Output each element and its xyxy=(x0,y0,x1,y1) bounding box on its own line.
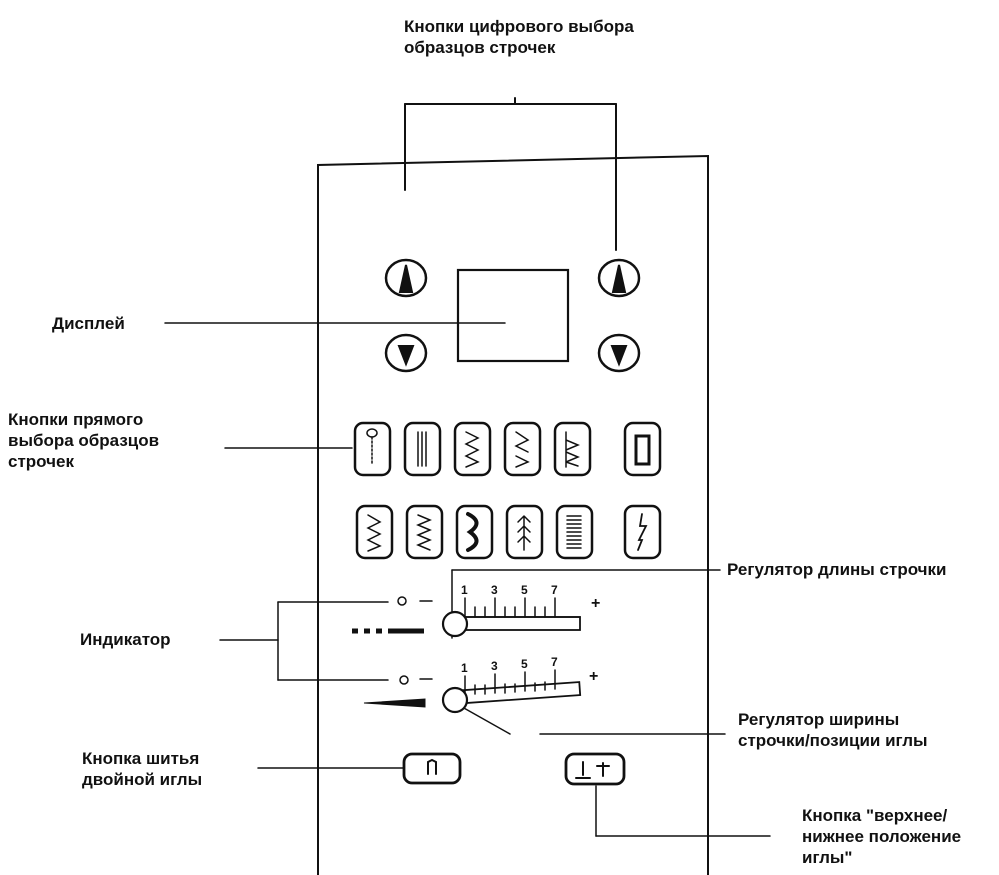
twin-needle-label-line-2: двойной иглы xyxy=(82,770,203,789)
digit-select-label: Кнопки цифрового выбора образцов строчек xyxy=(404,16,634,58)
satin-stitch-icon xyxy=(566,515,582,549)
display-screen xyxy=(456,268,570,363)
up-arrow-icon xyxy=(398,264,414,293)
triple-zigzag-stitch-icon xyxy=(514,431,530,468)
down-arrow-icon xyxy=(397,345,415,367)
scale-ticks xyxy=(464,669,556,696)
length-scale-tick-5: 5 xyxy=(521,583,528,597)
slider-indicator-light xyxy=(397,596,407,606)
scale-ticks xyxy=(464,597,556,618)
stitch-button[interactable] xyxy=(353,421,392,477)
left-down-arrow-button[interactable] xyxy=(384,333,428,373)
stitch-button[interactable] xyxy=(623,504,662,560)
twin-needle-label: Кнопка шитья двойной иглы xyxy=(82,748,202,790)
stitch-length-slider[interactable] xyxy=(352,596,581,638)
needle-updown-label-line-1: Кнопка "верхнее/ xyxy=(802,806,948,825)
panel-outline xyxy=(317,154,709,875)
width-plus-sign: + xyxy=(589,668,598,685)
length-regulator-label: Регулятор длины строчки xyxy=(727,559,947,580)
slider-track xyxy=(450,681,582,705)
needle-position-indicator-icon xyxy=(363,698,426,708)
down-arrow-icon xyxy=(610,345,628,367)
direct-select-label-line-1: Кнопки прямого xyxy=(8,410,144,429)
slider-knob[interactable] xyxy=(441,610,469,638)
slider-track xyxy=(451,616,581,631)
needle-up-down-icon xyxy=(575,761,610,779)
stitch-button[interactable] xyxy=(403,421,442,477)
zigzag-stitch-icon xyxy=(464,431,480,468)
stitch-button[interactable] xyxy=(355,504,394,560)
digit-select-label-line-1: Кнопки цифрового выбора xyxy=(404,17,634,36)
direct-select-label: Кнопки прямого выбора образцов строчек xyxy=(8,409,159,472)
indicator-bracket xyxy=(219,601,389,681)
scallop-stitch-icon xyxy=(466,512,479,552)
right-down-arrow-button[interactable] xyxy=(597,333,641,373)
width-regulator-label: Регулятор ширины строчки/позиции иглы xyxy=(738,709,928,751)
width-regulator-label-line-2: строчки/позиции иглы xyxy=(738,731,928,750)
stitch-button-row-2 xyxy=(355,504,662,560)
stitch-button[interactable] xyxy=(453,421,492,477)
width-regulator-label-line-1: Регулятор ширины xyxy=(738,710,900,729)
digit-select-label-line-2: образцов строчек xyxy=(404,38,556,57)
needle-updown-label: Кнопка "верхнее/ нижнее положение иглы" xyxy=(802,805,961,868)
stitch-button[interactable] xyxy=(505,504,544,560)
up-arrow-icon xyxy=(611,264,627,293)
blind-hem-stitch-icon xyxy=(565,431,580,468)
width-scale-tick-1: 1 xyxy=(461,661,468,675)
length-scale-tick-7: 7 xyxy=(551,583,558,597)
width-scale-tick-7: 7 xyxy=(551,655,558,669)
stitch-width-slider[interactable] xyxy=(363,669,582,714)
elastic-zigzag-stitch-icon xyxy=(416,514,432,551)
stitch-button[interactable] xyxy=(455,504,494,560)
stitch-button[interactable] xyxy=(553,421,592,477)
left-up-arrow-button[interactable] xyxy=(384,258,428,298)
length-scale-tick-3: 3 xyxy=(491,583,498,597)
length-scale-tick-1: 1 xyxy=(461,583,468,597)
slider-indicator-light xyxy=(399,675,409,685)
stitch-button[interactable] xyxy=(623,421,662,477)
needle-updown-label-line-2: нижнее положение xyxy=(802,827,962,846)
twin-needle-label-line-1: Кнопка шитья xyxy=(82,749,200,768)
needle-updown-label-line-3: иглы" xyxy=(802,848,853,867)
bartack-stitch-icon xyxy=(634,434,651,466)
twin-needle-button[interactable] xyxy=(402,752,462,785)
multi-zigzag-stitch-icon xyxy=(366,514,382,552)
length-regulator-label-text: Регулятор длины строчки xyxy=(727,560,947,579)
buttonhole-stitch-icon xyxy=(366,428,378,466)
display-label: Дисплей xyxy=(52,313,125,334)
indicator-label: Индикатор xyxy=(80,629,171,650)
digit-select-bracket xyxy=(404,97,617,251)
width-scale-tick-5: 5 xyxy=(521,657,528,671)
twin-needle-icon xyxy=(427,758,437,775)
lightning-stitch-icon xyxy=(637,513,648,551)
display-label-text: Дисплей xyxy=(52,314,125,333)
width-scale-tick-3: 3 xyxy=(491,659,498,673)
stitch-button[interactable] xyxy=(405,504,444,560)
needle-up-down-button[interactable] xyxy=(564,752,626,786)
right-up-arrow-button[interactable] xyxy=(597,258,641,298)
straight-stitch-icon xyxy=(417,431,427,467)
slider-knob[interactable] xyxy=(441,686,469,714)
stitch-button[interactable] xyxy=(555,504,594,560)
needle-updown-leader xyxy=(595,785,771,837)
indicator-label-text: Индикатор xyxy=(80,630,171,649)
direct-select-label-line-2: выбора образцов xyxy=(8,431,160,450)
stitch-button[interactable] xyxy=(503,421,542,477)
direct-select-label-line-3: строчек xyxy=(8,452,74,471)
feather-stitch-icon xyxy=(517,514,531,551)
length-plus-sign: + xyxy=(591,595,600,612)
stitch-button-row-1 xyxy=(353,421,662,477)
